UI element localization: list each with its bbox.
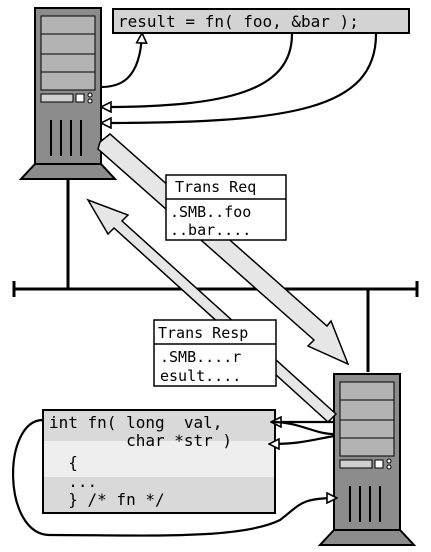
server-arrows [11,420,336,537]
client-computer-icon [18,7,118,180]
server-code-box: int fn( long val, char *str ) { ... } /*… [42,409,276,514]
response-packet-box: Trans Resp .SMB....r esult.... [153,319,277,387]
server-code-line-2: char *str ) [49,431,232,450]
response-packet-line-1: .SMB....r [160,348,241,366]
server-code-line-5: } /* fn */ [49,490,165,509]
client-call-text: result = fn( foo, &bar ); [118,12,359,31]
response-packet-title: Trans Resp [158,324,248,342]
client-arrows [101,34,378,123]
client-call-box: result = fn( foo, &bar ); [112,8,410,34]
request-packet-line-1: .SMB..foo [170,203,251,221]
request-packet-title: Trans Req [175,178,256,196]
server-code-line-4: ... [49,472,97,491]
response-packet-line-2: esult.... [160,367,241,385]
server-computer-icon [317,373,417,546]
request-packet-line-2: ..bar.... [170,221,251,239]
network-bus-icon [12,178,419,372]
server-code-line-3: { [49,453,78,472]
server-code-line-1: int fn( long val, [49,413,222,432]
request-packet-box: Trans Req .SMB..foo ..bar.... [165,174,287,241]
